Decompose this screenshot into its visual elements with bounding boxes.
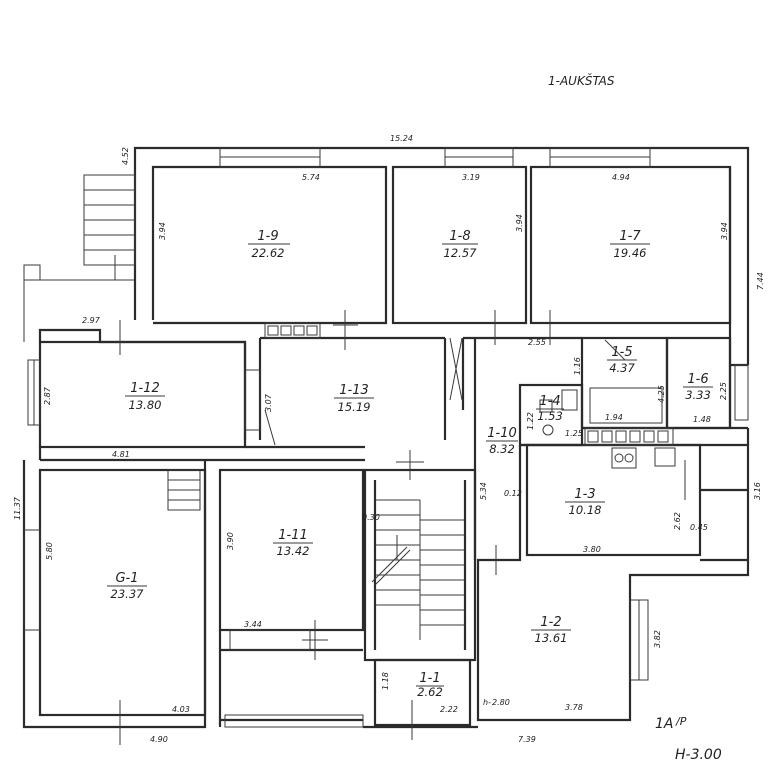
room-code: G-1 [115, 571, 138, 586]
room-area: 8.32 [489, 442, 515, 456]
dimension-label: 7.44 [756, 272, 765, 290]
room-area: 13.80 [129, 398, 162, 412]
drawing-stamp: 1A /P H-3.00 [655, 715, 722, 763]
room-1-8-walls [391, 165, 528, 325]
dimension-label: 11.37 [13, 496, 22, 520]
outer-wall-inner [151, 165, 388, 325]
room-area: 23.37 [111, 587, 145, 601]
dimension-label: 1.18 [381, 672, 390, 690]
room-area: 10.18 [569, 503, 602, 517]
room-code: 1-13 [339, 383, 369, 398]
room-area: 19.46 [614, 246, 647, 260]
dimension-label: 15.24 [390, 134, 413, 143]
dimension-label: 4.90 [150, 735, 168, 744]
dimension-label: 3.94 [720, 222, 729, 240]
room-area: 1.53 [537, 409, 563, 423]
room-area: 13.61 [535, 631, 568, 645]
room-code: 1-2 [540, 615, 561, 630]
dimension-label: 1.22 [526, 412, 535, 430]
dimension-label: 4.81 [112, 450, 130, 459]
dimension-label: 4.52 [121, 147, 130, 165]
room-area: 12.57 [444, 246, 478, 260]
dimension-label: 3.80 [583, 545, 601, 554]
room-code: 1-3 [574, 487, 595, 502]
windows [23, 147, 749, 728]
room-code: 1-12 [130, 381, 160, 396]
dimension-label: 2.22 [440, 705, 458, 714]
room-code: 1-7 [619, 229, 641, 244]
dimension-label: 3.94 [515, 214, 524, 232]
dimension-label: 4.03 [172, 705, 190, 714]
plan-title: 1-AUKŠTAS [548, 73, 615, 88]
dimension-label: 5.34 [479, 482, 488, 500]
dimension-label: 5.74 [302, 173, 320, 182]
dimension-label: 7.39 [518, 735, 536, 744]
room-area: 13.42 [277, 544, 310, 558]
room-area: 2.62 [417, 685, 443, 699]
dimension-ticks [119, 310, 686, 745]
dimension-label: 2.97 [82, 316, 101, 325]
stamp-height: H-3.00 [675, 747, 722, 763]
dimension-label: 2.25 [719, 382, 728, 400]
dimension-label: 2.80 [492, 698, 510, 707]
dimension-label: 3.94 [158, 222, 167, 240]
room-code: 1-6 [687, 372, 708, 387]
dimension-label: 1.16 [573, 357, 582, 375]
room-area: 3.33 [685, 388, 711, 402]
dimension-label: 3.07 [264, 393, 273, 412]
dimension-labels: 15.24 4.52 5.74 3.19 4.94 3.94 3.94 3.94… [13, 134, 765, 744]
dimension-label: 2.55 [528, 338, 546, 347]
dimension-label: 3.82 [653, 630, 662, 648]
room-labels: 1-9 22.62 1-8 12.57 1-7 19.46 1-12 13.80… [107, 229, 713, 699]
dimension-label: 3.78 [565, 703, 583, 712]
fixtures [264, 322, 676, 469]
dimension-label: 1.48 [693, 415, 711, 424]
dimension-label: 1.25 [565, 429, 583, 438]
dimension-label: 3.44 [244, 620, 262, 629]
dimension-label: 3.16 [753, 482, 762, 500]
dimension-label: 4.25 [657, 385, 666, 403]
dimension-label: 0.12 [504, 489, 522, 498]
dimension-label: 0.45 [690, 523, 708, 532]
outer-wall [133, 146, 750, 365]
room-code: 1-10 [487, 426, 517, 441]
room-area: 4.37 [609, 361, 635, 375]
room-code: 1-8 [449, 229, 470, 244]
east-wall [728, 167, 748, 367]
stamp-code: 1A [655, 716, 673, 732]
room-code: 1-5 [611, 345, 632, 360]
dimension-label: 3.90 [226, 532, 235, 550]
room-code: 1-11 [278, 528, 308, 543]
room-area: 22.62 [252, 246, 285, 260]
room-1-7-walls [529, 165, 732, 325]
dimension-label: 2.62 [673, 512, 682, 530]
dimension-label: 3.19 [462, 173, 480, 182]
dimension-label: 1.94 [605, 413, 623, 422]
interior-stairs [371, 499, 465, 640]
stamp-suffix: /P [675, 715, 687, 728]
dimension-label: 0.30 [362, 513, 380, 522]
room-area: 15.19 [338, 400, 371, 414]
dimension-label: 4.94 [612, 173, 630, 182]
dimension-label: 5.80 [45, 542, 54, 560]
room-code: 1-1 [419, 671, 440, 686]
exterior-stairs [23, 174, 201, 511]
dimension-label: 2.87 [43, 386, 52, 405]
room-code: 1-9 [257, 229, 278, 244]
dimension-label: h- [483, 698, 491, 707]
room-code: 1-4 [539, 394, 560, 409]
